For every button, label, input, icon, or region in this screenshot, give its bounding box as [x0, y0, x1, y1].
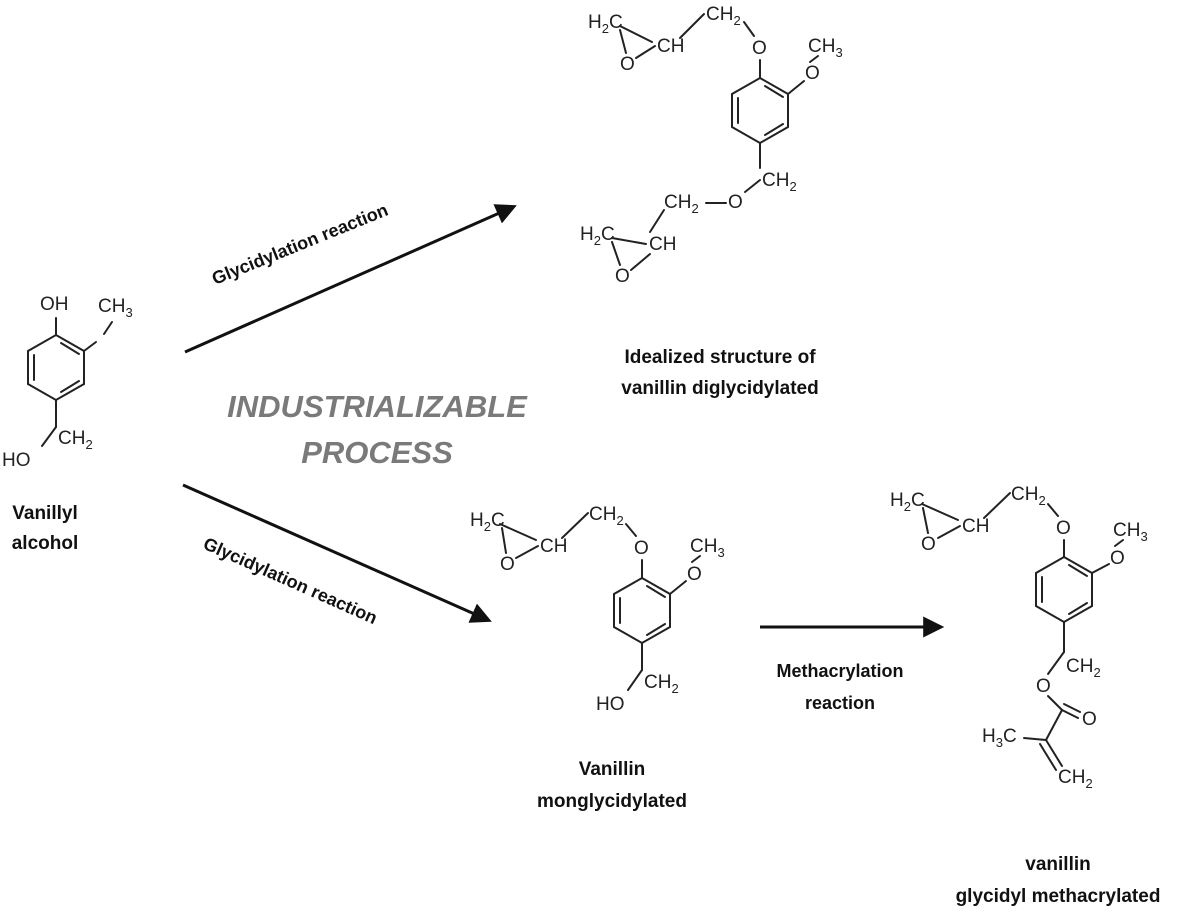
svg-text:OH: OH [40, 294, 69, 315]
lower-reaction-label: Glycidylation reaction [200, 533, 380, 628]
svg-text:CH: CH [962, 516, 989, 537]
svg-text:CH2: CH2 [762, 170, 797, 194]
svg-text:O: O [1056, 518, 1071, 539]
svg-text:CH2: CH2 [1066, 656, 1101, 680]
oh-label: OH [40, 294, 69, 315]
methacrylated-name-line1: vanillin [1025, 854, 1090, 875]
svg-text:O: O [500, 554, 515, 575]
svg-text:CH3: CH3 [690, 536, 725, 560]
svg-text:CH2: CH2 [644, 672, 679, 696]
svg-text:O: O [752, 38, 767, 59]
svg-text:H2C: H2C [580, 224, 615, 248]
svg-text:O: O [620, 54, 635, 75]
svg-text:CH2: CH2 [58, 428, 93, 452]
diglycidylated-structure: H2C CH O CH2 O CH3 O CH2 O CH2 H2C CH O [580, 4, 843, 287]
svg-text:CH2: CH2 [664, 192, 699, 216]
methacrylation-label-line2: reaction [805, 693, 875, 713]
vanillyl-alcohol-name-line1: Vanillyl [12, 503, 77, 524]
vanillyl-alcohol-structure: OH CH3 CH2 HO [2, 294, 133, 471]
svg-text:HO: HO [2, 450, 31, 471]
svg-text:O: O [687, 564, 702, 585]
upper-reaction-arrow [184, 204, 517, 354]
svg-text:CH3: CH3 [808, 36, 843, 60]
methacrylation-label-line1: Methacrylation [776, 661, 903, 681]
svg-text:O: O [1036, 676, 1051, 697]
svg-text:CH2: CH2 [706, 4, 741, 28]
svg-text:O: O [728, 192, 743, 213]
monoglycidylated-structure: H2C CH O CH2 O CH3 O CH2 HO [470, 504, 725, 715]
svg-text:CH: CH [540, 536, 567, 557]
svg-text:O: O [1110, 548, 1125, 569]
svg-text:HO: HO [596, 694, 625, 715]
monoglycidylated-name-line1: Vanillin [579, 759, 646, 780]
svg-text:H3C: H3C [982, 726, 1017, 750]
lower-reaction-arrow [182, 483, 492, 623]
svg-text:O: O [634, 538, 649, 559]
svg-text:CH2: CH2 [589, 504, 624, 528]
methacrylated-structure: H2C CH O CH2 O CH3 O CH2 O O H3C CH2 [890, 484, 1148, 791]
svg-text:O: O [805, 63, 820, 84]
methacrylated-name-line2: glycidyl methacrylated [956, 886, 1161, 907]
svg-text:O: O [1082, 709, 1097, 730]
upper-reaction-label: Glycidylation reaction [209, 200, 391, 289]
monoglycidylated-name-line2: monglycidylated [537, 791, 687, 812]
svg-text:H2C: H2C [470, 510, 505, 534]
diglycidylated-name-line1: Idealized structure of [624, 347, 816, 368]
svg-text:H2C: H2C [890, 490, 925, 514]
process-title-line1: INDUSTRIALIZABLE [227, 389, 528, 424]
process-title-line2: PROCESS [301, 435, 453, 470]
svg-text:H2C: H2C [588, 12, 623, 36]
svg-text:O: O [921, 534, 936, 555]
svg-text:CH: CH [657, 36, 684, 57]
svg-text:CH2: CH2 [1011, 484, 1046, 508]
diglycidylated-name-line2: vanillin diglycidylated [621, 378, 818, 399]
vanillyl-alcohol-name-line2: alcohol [12, 533, 79, 554]
svg-text:CH3: CH3 [1113, 520, 1148, 544]
svg-text:O: O [615, 266, 630, 287]
svg-text:CH3: CH3 [98, 296, 133, 320]
svg-text:CH: CH [649, 234, 676, 255]
svg-text:CH2: CH2 [1058, 767, 1093, 791]
